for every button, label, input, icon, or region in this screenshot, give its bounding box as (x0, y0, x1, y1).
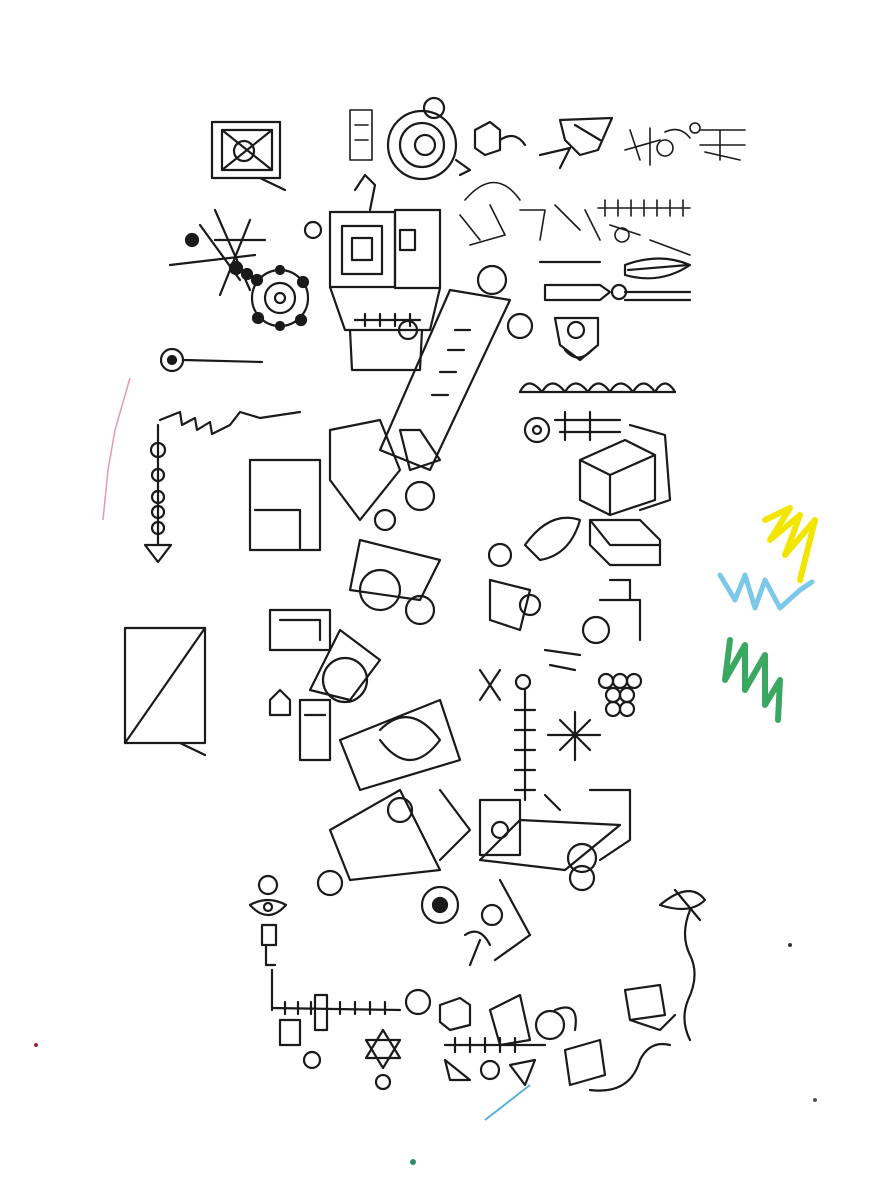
bottom-right-curly (563, 888, 707, 1092)
lens-shape (487, 516, 582, 632)
face-motif (553, 316, 600, 362)
cube-stack-right (523, 410, 672, 567)
hexagram-motif (364, 1028, 402, 1091)
zigzag-ladder (156, 410, 302, 442)
target-circle (420, 885, 504, 967)
diagonal-tube (378, 264, 534, 472)
bead-chain-arrow (143, 438, 173, 564)
pink-stray-mark (102, 377, 131, 521)
sparkle-with-dots (168, 208, 267, 297)
light-blue-scribble (717, 572, 815, 611)
small-glyph-cluster (349, 109, 373, 161)
top-box-shapes (473, 116, 614, 170)
bottom-middle-cluster (404, 988, 577, 1087)
paper-specks (34, 943, 817, 1165)
bottom-horizontal-ladder (270, 993, 402, 1070)
dotted-line-motif (159, 347, 264, 373)
spiral-circle-motif (386, 96, 472, 181)
yellow-scribble (762, 505, 818, 583)
diagonal-rectangle (123, 626, 207, 757)
bottom-left-totem (248, 874, 288, 1012)
green-scribble (722, 637, 783, 723)
glyph-cluster-top-right (624, 122, 746, 166)
blue-streak-mark (484, 1084, 531, 1121)
leaf-shape-motif (538, 257, 692, 302)
scallop-row (518, 382, 677, 394)
central-dense-body (248, 418, 472, 897)
right-lower-cluster (543, 578, 643, 762)
flower-circle-motif (250, 264, 310, 332)
nested-square-tower (303, 173, 442, 372)
vertical-ladder (478, 668, 562, 812)
center-top-glyphs (459, 181, 691, 256)
framed-square-motif (210, 120, 287, 192)
triangle-wheel-motif (478, 788, 632, 962)
